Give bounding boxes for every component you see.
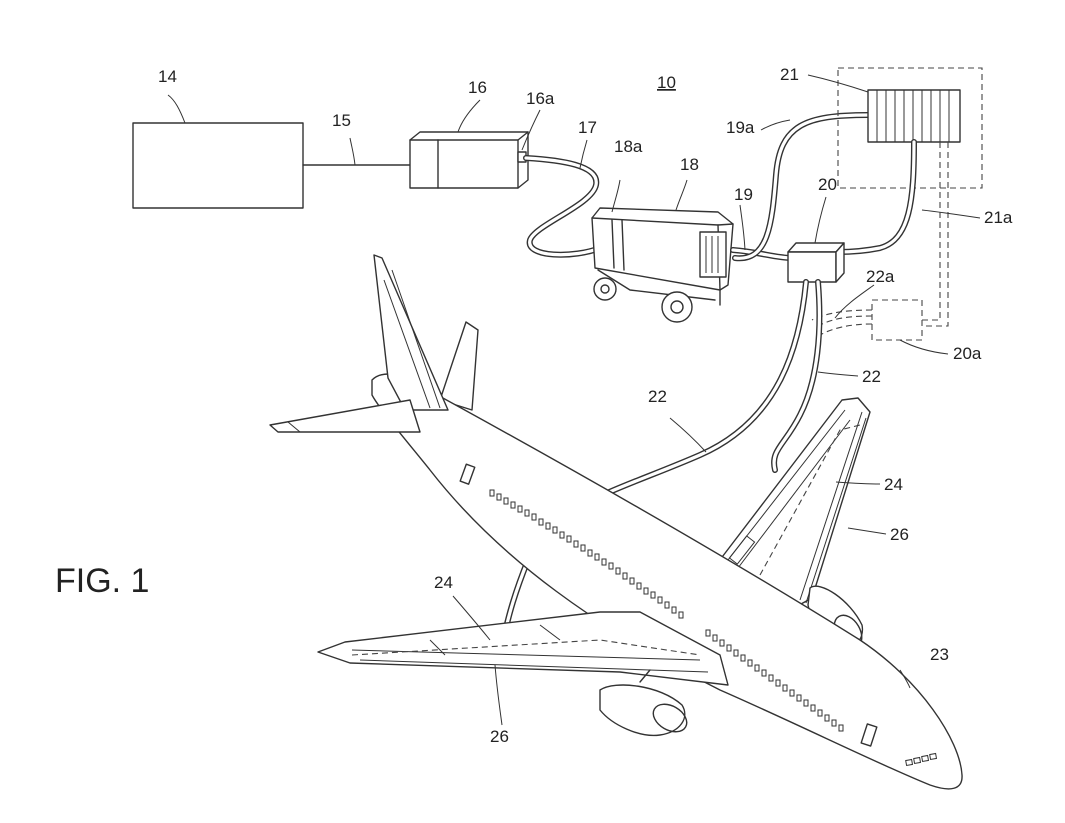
ref-17: 17 — [578, 118, 597, 137]
windows-row-rear — [705, 629, 844, 732]
dashed-hose-22a — [814, 315, 873, 329]
component-20a-dashed-box — [871, 299, 923, 341]
ref-18a: 18a — [614, 137, 643, 156]
left-engine — [599, 684, 686, 737]
hose-17 — [523, 155, 603, 258]
dashed-line-21-to-20a-2 — [922, 142, 949, 327]
component-21-manifold — [867, 89, 961, 143]
ref-20: 20 — [818, 175, 837, 194]
title-fig-1: FIG. 1 — [55, 562, 149, 600]
ref-21a: 21a — [984, 208, 1013, 227]
hose-22-left-wing — [502, 279, 809, 635]
aircraft-23 — [269, 254, 963, 790]
ref-16a: 16a — [526, 89, 555, 108]
cart-18 — [591, 207, 734, 323]
ref-22a: 22a — [866, 267, 895, 286]
ref-19: 19 — [734, 185, 753, 204]
ref-23: 23 — [930, 645, 949, 664]
cockpit-windows — [905, 752, 938, 767]
ref-16: 16 — [468, 78, 487, 97]
component-20-box — [787, 242, 845, 283]
ref-22-center: 22 — [648, 387, 667, 406]
ref-21: 21 — [780, 65, 799, 84]
hose-21a — [835, 139, 917, 255]
ref-19a: 19a — [726, 118, 755, 137]
ref-18: 18 — [680, 155, 699, 174]
ref-22-right: 22 — [862, 367, 881, 386]
left-wing-24 — [317, 611, 729, 686]
ref-26-right: 26 — [890, 525, 909, 544]
vertical-tail — [373, 254, 449, 411]
ref-26-left: 26 — [490, 727, 509, 746]
dashed-hose-22a-2 — [817, 323, 873, 337]
ref-10: 10 — [657, 73, 676, 92]
dashed-line-21-to-20a — [922, 142, 941, 321]
ref-14: 14 — [158, 67, 177, 86]
ref-20a: 20a — [953, 344, 982, 363]
ref-24-right: 24 — [884, 475, 903, 494]
fuselage — [371, 373, 963, 790]
component-14-box — [132, 122, 304, 209]
hose-22-right-wing — [771, 279, 823, 473]
ref-15: 15 — [332, 111, 351, 130]
hose-19a — [732, 112, 871, 262]
windows-row-front — [489, 489, 684, 619]
ref-24-left: 24 — [434, 573, 453, 592]
component-16-unit — [409, 131, 529, 189]
